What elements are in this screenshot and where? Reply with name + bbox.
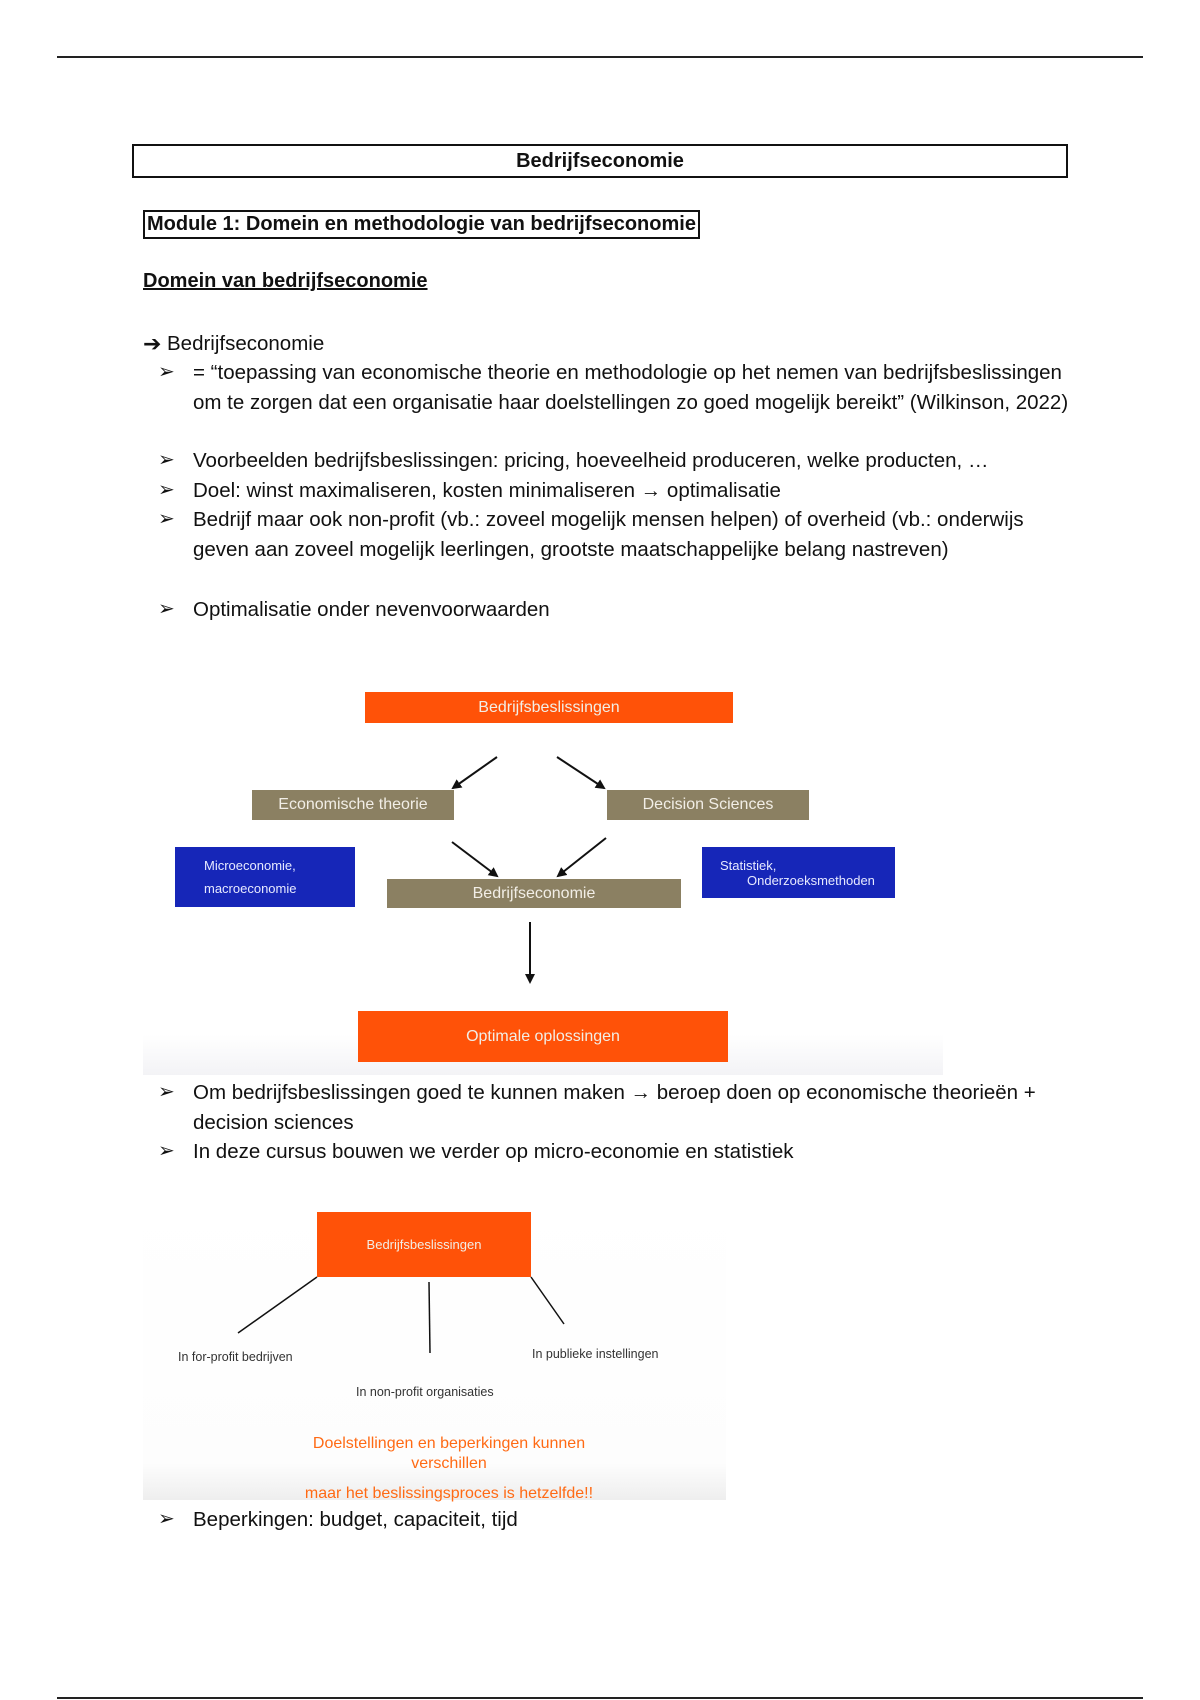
bullet-beperkingen: ➢ Beperkingen: budget, capaciteit, tijd [158, 1505, 1078, 1535]
arrowhead-bullet-icon: ➢ [158, 1081, 175, 1103]
right-arrow-icon: ➔ [143, 331, 162, 356]
bullet-goal: ➢ Doel: winst maximaliseren, kosten mini… [158, 476, 1078, 506]
section-heading: Domein van bedrijfseconomie [143, 270, 428, 292]
arrowhead-bullet-icon: ➢ [158, 479, 175, 501]
bullet-optimization: ➢ Optimalisatie onder nevenvoorwaarden [158, 595, 1078, 625]
bottom-rule [57, 1697, 1143, 1699]
diagram-background [143, 670, 943, 1075]
top-rule [57, 56, 1143, 58]
arrowhead-bullet-icon: ➢ [158, 449, 175, 471]
document-title: Bedrijfseconomie [132, 144, 1068, 178]
bullet-nonprofit: ➢ Bedrijf maar ook non-profit (vb.: zove… [158, 505, 1078, 564]
bullet-examples: ➢ Voorbeelden bedrijfsbeslissingen: pric… [158, 446, 1078, 476]
module-heading: Module 1: Domein en methodologie van bed… [143, 210, 700, 239]
bullet-decision-sciences: ➢ Om bedrijfsbeslissingen goed te kunnen… [158, 1078, 1078, 1137]
arrowhead-bullet-icon: ➢ [158, 598, 175, 620]
diagram2-background [143, 1195, 726, 1500]
arrowhead-bullet-icon: ➢ [158, 1140, 175, 1162]
arrowhead-bullet-icon: ➢ [158, 508, 175, 530]
arrow-list-item: ➔ Bedrijfseconomie [143, 329, 324, 359]
arrowhead-bullet-icon: ➢ [158, 361, 175, 383]
arrowhead-bullet-icon: ➢ [158, 1508, 175, 1530]
bullet-definition: ➢ = “toepassing van economische theorie … [158, 358, 1078, 417]
bullet-course: ➢ In deze cursus bouwen we verder op mic… [158, 1137, 1078, 1167]
